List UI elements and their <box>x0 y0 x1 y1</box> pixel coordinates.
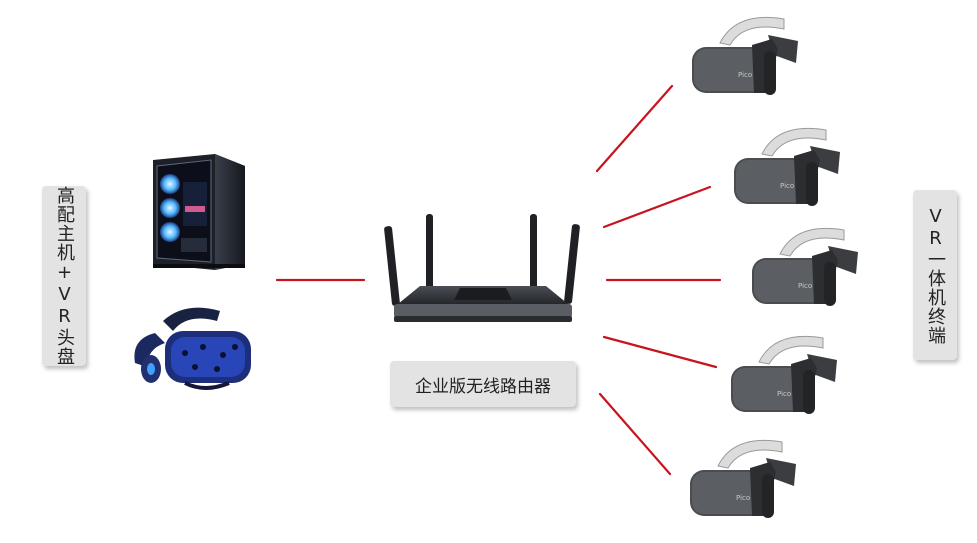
router-label-text: 企业版无线路由器 <box>415 376 551 397</box>
vr-terminal-label: VR一体机终端 <box>913 190 957 360</box>
svg-text:Pico: Pico <box>777 390 791 398</box>
vr-all-in-one-headset-icon: Pico <box>690 439 796 518</box>
link-router-vr4 <box>602 335 718 369</box>
vr-all-in-one-headset-icon: Pico <box>692 16 798 95</box>
svg-text:Pico: Pico <box>780 182 794 190</box>
pc-vr-headset-icon <box>134 307 251 390</box>
vr-all-in-one-headset-icon: Pico <box>731 335 837 414</box>
link-router-vr1 <box>595 84 674 173</box>
link-router-vr2 <box>602 185 712 229</box>
pc-tower-icon <box>153 154 245 270</box>
host-vr-label-text: 高配主机+VR头盘 <box>54 186 75 366</box>
router-icon <box>384 214 580 322</box>
vr-all-in-one-headset-icon: Pico <box>734 127 840 206</box>
link-router-vr5 <box>598 392 672 476</box>
svg-text:Pico: Pico <box>738 71 752 79</box>
svg-text:Pico: Pico <box>798 282 812 290</box>
svg-text:Pico: Pico <box>736 494 750 502</box>
vr-terminal-label-text: VR一体机终端 <box>925 205 946 345</box>
host-vr-label: 高配主机+VR头盘 <box>42 186 86 366</box>
vr-all-in-one-headset-icon: Pico <box>752 227 858 306</box>
router-label: 企业版无线路由器 <box>390 361 576 407</box>
